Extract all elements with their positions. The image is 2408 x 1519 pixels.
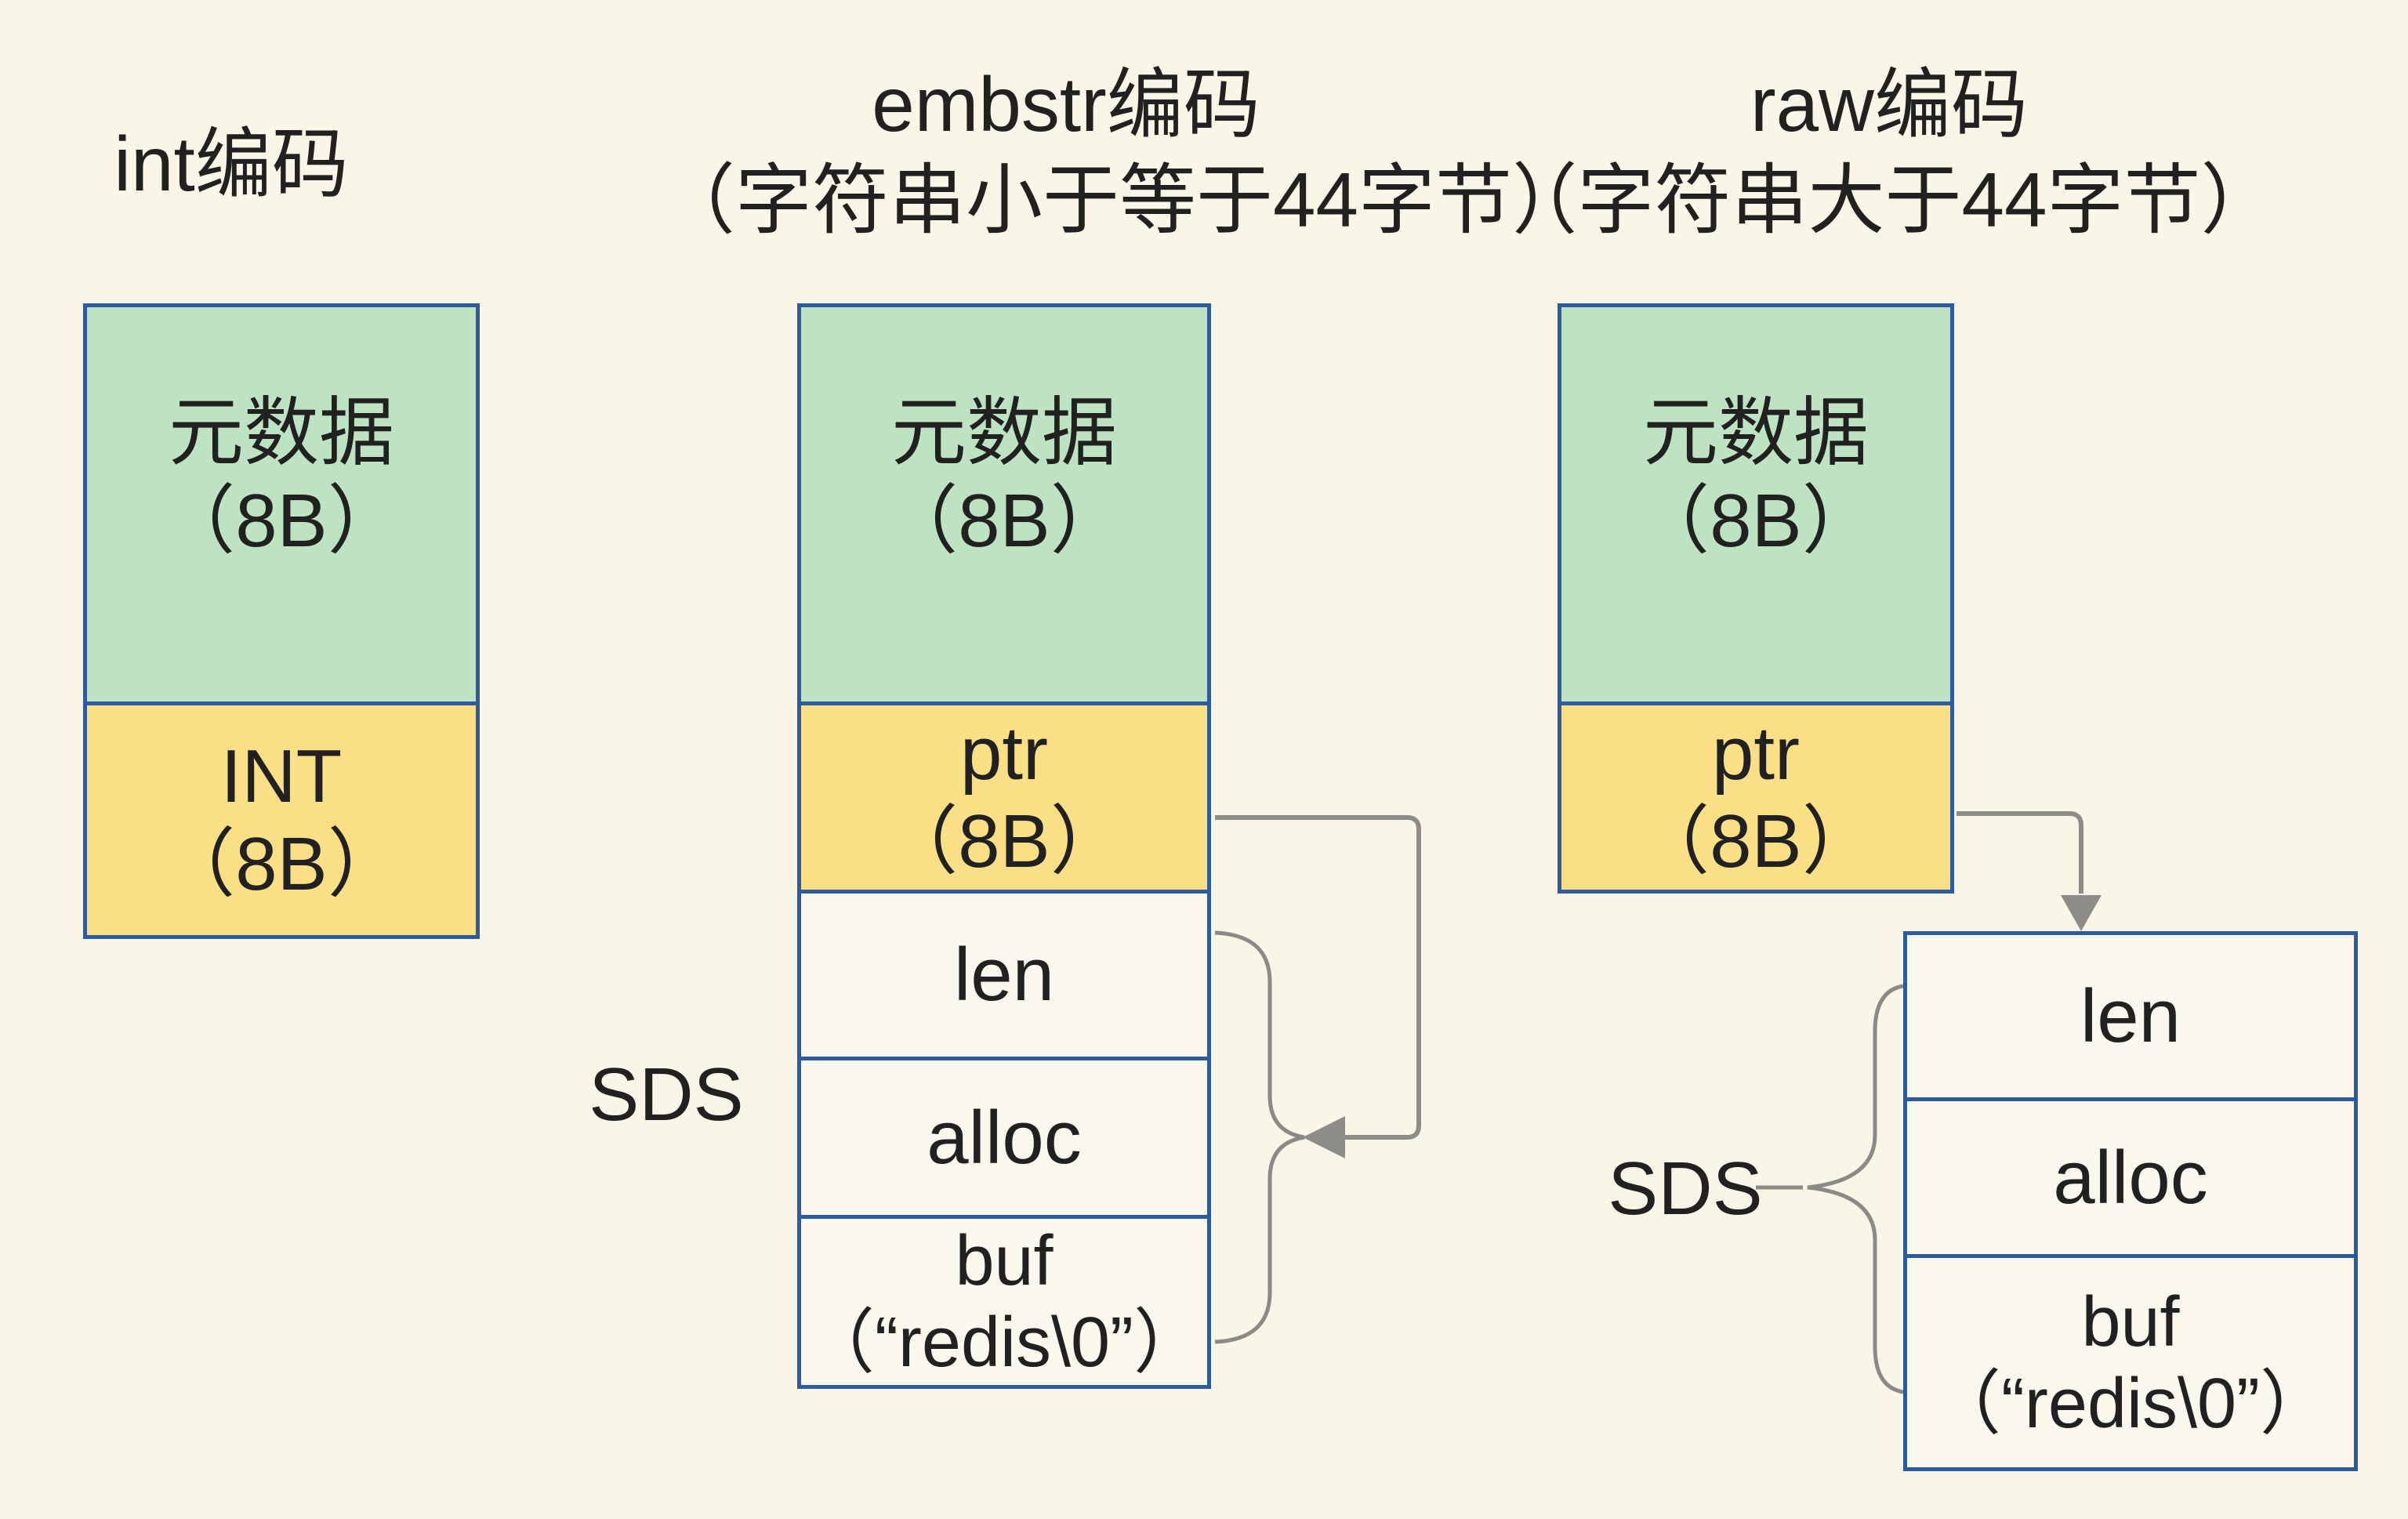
raw-ptr-box: ptr （8B） [1558, 701, 1954, 894]
raw-sds-brace [1807, 984, 1904, 1394]
raw-title-line1: raw编码 [1750, 61, 2028, 147]
int-value-box: INT （8B） [83, 701, 480, 939]
raw-column-stack: 元数据 （8B） ptr （8B） [1558, 303, 1954, 894]
raw-ptr-arrow-line [1956, 811, 2083, 894]
raw-len-box: len [1903, 931, 2358, 1101]
embstr-len-label: len [953, 933, 1055, 1017]
embstr-arrowhead-icon [1303, 1116, 1345, 1158]
raw-sds-label: SDS [1608, 1147, 1763, 1231]
int-value-label: INT [220, 734, 343, 818]
embstr-alloc-label: alloc [927, 1095, 1082, 1180]
raw-alloc-label: alloc [2053, 1135, 2208, 1220]
raw-metadata-box: 元数据 （8B） [1558, 303, 1954, 705]
raw-buf-box: buf （“redis\0”） [1903, 1254, 2358, 1471]
raw-ptr-size: （8B） [1634, 799, 1877, 883]
int-metadata-box: 元数据 （8B） [83, 303, 480, 705]
int-value-size: （8B） [160, 821, 403, 906]
embstr-metadata-box: 元数据 （8B） [797, 303, 1211, 705]
embstr-metadata-size: （8B） [883, 478, 1126, 563]
int-column-stack: 元数据 （8B） INT （8B） [83, 303, 480, 939]
raw-sds-stack: len alloc buf （“redis\0”） [1903, 931, 2358, 1471]
embstr-sds-label: SDS [589, 1053, 744, 1137]
embstr-len-box: len [797, 890, 1211, 1060]
raw-column-title: raw编码 （字符串大于44字节） [1497, 56, 2281, 248]
raw-buf-value: （“redis\0”） [1930, 1364, 2331, 1443]
raw-len-label: len [2080, 973, 2181, 1058]
embstr-title-line1: embstr编码 [872, 61, 1260, 147]
embstr-metadata-label: 元数据 [891, 390, 1117, 475]
embstr-buf-box: buf （“redis\0”） [797, 1215, 1211, 1389]
raw-alloc-box: alloc [1903, 1097, 2358, 1258]
embstr-column-title: embstr编码 （字符串小于等于44字节） [658, 56, 1590, 248]
raw-ptr-label: ptr [1711, 711, 1801, 796]
embstr-alloc-box: alloc [797, 1057, 1211, 1219]
raw-metadata-size: （8B） [1634, 478, 1877, 563]
raw-metadata-label: 元数据 [1643, 390, 1869, 475]
embstr-ptr-size: （8B） [883, 799, 1126, 883]
embstr-ptr-box: ptr （8B） [797, 701, 1211, 894]
int-metadata-label: 元数据 [169, 390, 394, 475]
int-metadata-size: （8B） [160, 478, 403, 563]
raw-title-line2: （字符串大于44字节） [1500, 157, 2278, 243]
embstr-title-line2: （字符串小于等于44字节） [658, 157, 1590, 243]
embstr-ptr-arrow-line [1215, 815, 1421, 1140]
embstr-column-stack: 元数据 （8B） ptr （8B） len alloc buf （“redis\… [797, 303, 1211, 1389]
raw-buf-label: buf [2081, 1282, 2180, 1361]
embstr-buf-value: （“redis\0”） [803, 1303, 1205, 1382]
embstr-buf-label: buf [955, 1222, 1054, 1300]
int-title-text: int编码 [114, 121, 349, 207]
embstr-sds-brace [1214, 930, 1305, 1344]
raw-arrowhead-icon [2061, 895, 2102, 931]
int-column-title: int编码 [74, 116, 388, 212]
embstr-ptr-label: ptr [959, 711, 1049, 796]
